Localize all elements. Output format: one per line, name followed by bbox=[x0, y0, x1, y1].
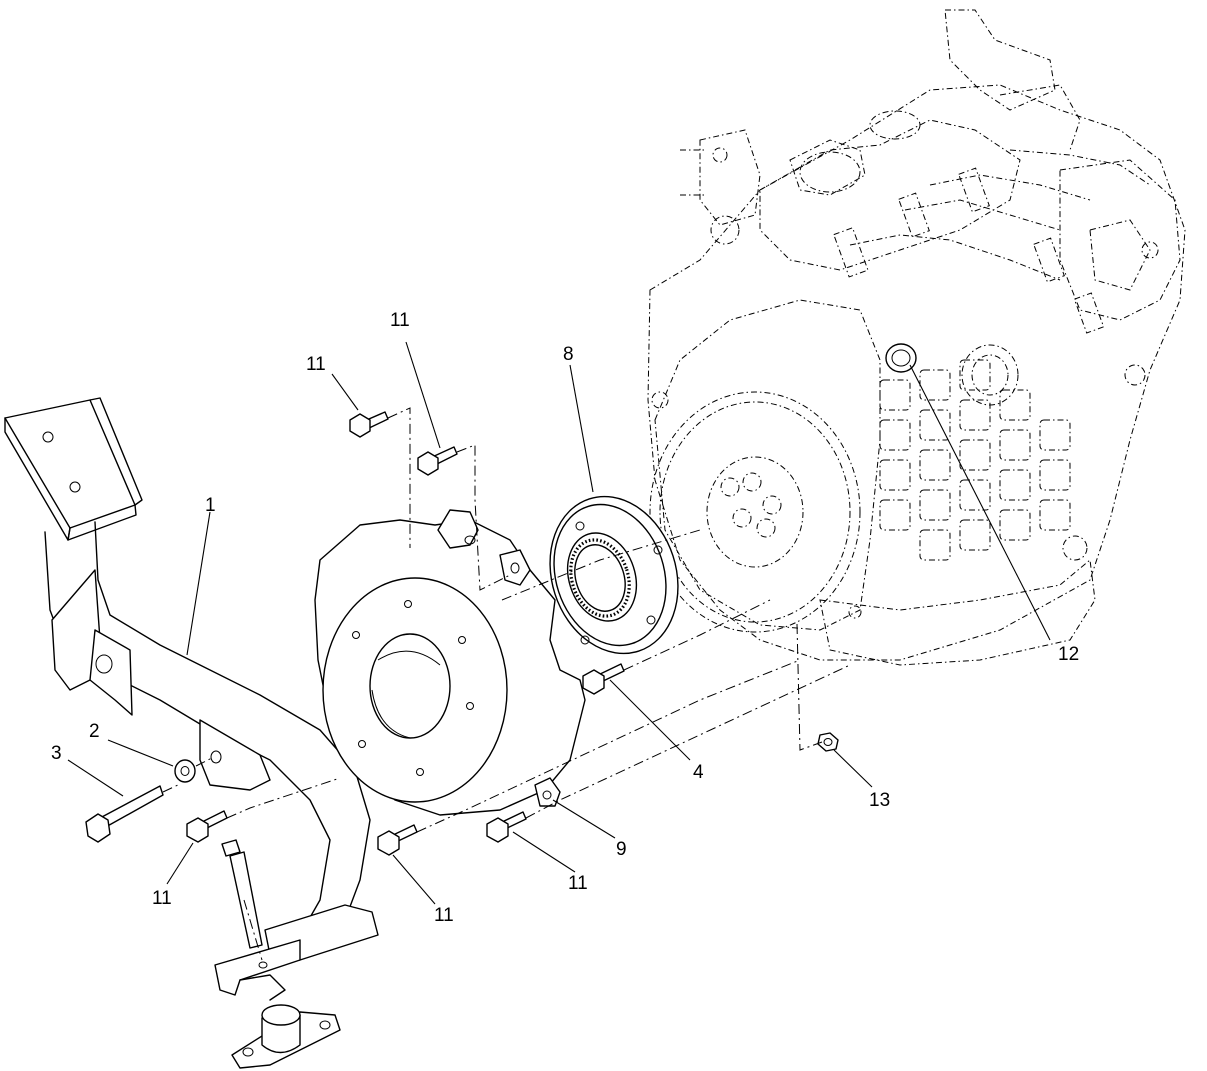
item-13-nut bbox=[817, 732, 839, 752]
item-12-plug bbox=[885, 343, 917, 373]
callout-4: 4 bbox=[693, 762, 704, 783]
callout-11-right: 11 bbox=[568, 873, 588, 894]
isolator-mount bbox=[231, 1004, 341, 1069]
item-2-washer bbox=[174, 750, 222, 783]
callout-11-center: 11 bbox=[434, 905, 454, 926]
mount-stud bbox=[221, 839, 263, 949]
callout-1: 1 bbox=[205, 495, 216, 516]
item-1-support-bracket bbox=[4, 397, 379, 1001]
callout-12: 12 bbox=[1058, 644, 1080, 665]
item-4-bolt bbox=[582, 663, 625, 695]
callout-11-left: 11 bbox=[152, 888, 172, 909]
item-11-bolt-top-right bbox=[417, 446, 458, 476]
item-8-coupling bbox=[549, 495, 679, 655]
callout-3: 3 bbox=[51, 743, 62, 764]
callout-9: 9 bbox=[616, 839, 627, 860]
item-11-bolt-left bbox=[186, 810, 228, 843]
item-11-bolt-top-left bbox=[349, 411, 389, 438]
item-3-bolt bbox=[85, 785, 164, 843]
item-9-housing bbox=[314, 509, 586, 816]
callout-13: 13 bbox=[869, 790, 891, 811]
item-11-bolt-right bbox=[486, 811, 527, 843]
callout-8: 8 bbox=[563, 344, 574, 365]
engine-assembly bbox=[647, 9, 1186, 666]
callout-11-top-right: 11 bbox=[390, 310, 410, 331]
callout-2: 2 bbox=[89, 721, 100, 742]
leader-lines bbox=[67, 341, 1051, 905]
callout-11-top-left: 11 bbox=[306, 354, 326, 375]
item-11-bolt-center bbox=[377, 824, 418, 856]
assembly-centerlines bbox=[162, 407, 851, 961]
